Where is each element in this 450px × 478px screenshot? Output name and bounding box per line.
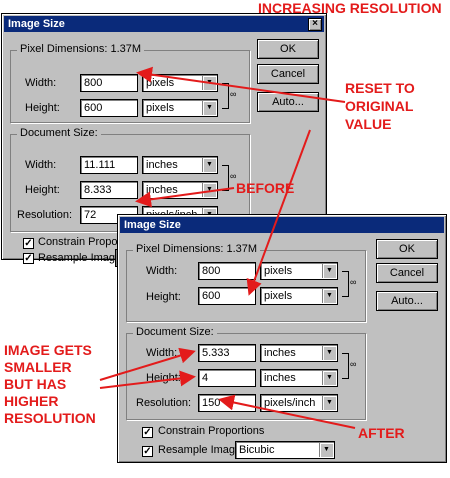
arrow-image-height — [99, 370, 196, 389]
chain-link-icon: ∞ — [230, 89, 237, 99]
annotation-image-line5: RESOLUTION — [4, 410, 96, 426]
constrain-checkbox[interactable]: ✓ — [23, 238, 34, 249]
constrain-label: Constrain Proportions — [158, 425, 265, 437]
doc-height-input[interactable]: 8.333 — [80, 181, 138, 199]
image-size-dialog-after: Image Size Pixel Dimensions: 1.37M Width… — [117, 214, 447, 463]
annotation-increasing-resolution: INCREASING RESOLUTION — [258, 0, 442, 16]
pixel-dimensions-group: Pixel Dimensions: 1.37M — [10, 43, 250, 123]
constrain-link-bracket — [342, 271, 349, 297]
auto-button[interactable]: Auto... — [376, 291, 438, 311]
doc-width-label: Width: — [25, 159, 57, 171]
width-input[interactable]: 800 — [80, 74, 138, 92]
ok-button[interactable]: OK — [376, 239, 438, 259]
constrain-link-bracket — [222, 83, 229, 109]
resolution-label: Resolution: — [136, 397, 192, 409]
pixel-dimensions-label: Pixel Dimensions: 1.37M — [133, 243, 261, 255]
pixel-dimensions-group: Pixel Dimensions: 1.37M — [126, 243, 366, 322]
doc-link-bracket — [342, 353, 349, 379]
chevron-down-icon: ▼ — [322, 264, 336, 278]
annotation-after: AFTER — [358, 425, 405, 441]
chain-link-icon: ∞ — [230, 171, 237, 181]
document-size-label: Document Size: — [133, 326, 217, 338]
height-unit-select[interactable]: pixels▼ — [260, 287, 338, 305]
resolution-unit-select[interactable]: pixels/inch▼ — [260, 394, 338, 412]
width-input[interactable]: 800 — [198, 262, 256, 280]
dialog-title-bar: Image Size — [120, 217, 444, 233]
annotation-image-line4: HIGHER — [4, 393, 59, 409]
width-label: Width: — [25, 77, 57, 89]
doc-width-unit-select[interactable]: inches▼ — [260, 344, 338, 362]
height-input[interactable]: 600 — [80, 99, 138, 117]
chevron-down-icon: ▼ — [322, 346, 336, 360]
chevron-down-icon: ▼ — [322, 371, 336, 385]
arrow-reset-to-width — [136, 66, 346, 103]
doc-width-input[interactable]: 11.111 — [80, 156, 138, 174]
annotation-reset-line1: RESET TO — [345, 80, 415, 96]
arrow-after — [218, 394, 356, 429]
constrain-checkbox[interactable]: ✓ — [142, 427, 153, 438]
annotation-reset-line2: ORIGINAL — [345, 98, 414, 114]
resample-checkbox[interactable]: ✓ — [142, 446, 153, 457]
cancel-button[interactable]: Cancel — [257, 64, 319, 84]
chevron-down-icon: ▼ — [322, 289, 336, 303]
height-input[interactable]: 600 — [198, 287, 256, 305]
annotation-image-line3: BUT HAS — [4, 376, 67, 392]
dialog-title: Image Size — [124, 219, 181, 231]
chevron-down-icon: ▼ — [202, 183, 216, 197]
arrow-before — [135, 187, 235, 208]
doc-height-input[interactable]: 4 — [198, 369, 256, 387]
image-size-dialog-before: Image Size × Pixel Dimensions: 1.37M Wid… — [1, 13, 327, 267]
chain-link-icon: ∞ — [350, 277, 357, 287]
chevron-down-icon: ▼ — [319, 443, 333, 457]
document-size-label: Document Size: — [17, 127, 101, 139]
width-unit-select[interactable]: pixels▼ — [260, 262, 338, 280]
chevron-down-icon: ▼ — [322, 396, 336, 410]
doc-height-unit-select[interactable]: inches▼ — [260, 369, 338, 387]
document-size-group: Document Size: — [126, 326, 366, 420]
height-label: Height: — [25, 102, 60, 114]
annotation-image-line1: IMAGE GETS — [4, 342, 92, 358]
ok-button[interactable]: OK — [257, 39, 319, 59]
chevron-down-icon: ▼ — [202, 101, 216, 115]
arrow-image-width — [99, 347, 196, 381]
doc-width-input[interactable]: 5.333 — [198, 344, 256, 362]
doc-height-label: Height: — [25, 184, 60, 196]
close-icon[interactable]: × — [308, 18, 322, 31]
chain-link-icon: ∞ — [350, 359, 357, 369]
annotation-image-line2: SMALLER — [4, 359, 72, 375]
annotation-before: BEFORE — [236, 180, 295, 196]
doc-width-label: Width: — [146, 347, 178, 359]
resample-label: Resample Image: — [38, 252, 125, 264]
height-unit-select[interactable]: pixels▼ — [142, 99, 218, 117]
resolution-label: Resolution: — [17, 209, 73, 221]
cancel-button[interactable]: Cancel — [376, 263, 438, 283]
chevron-down-icon: ▼ — [202, 158, 216, 172]
resample-checkbox[interactable]: ✓ — [23, 253, 34, 264]
arrow-reset-to-height — [246, 129, 311, 296]
resample-label: Resample Image: — [158, 444, 245, 456]
annotation-reset-line3: VALUE — [345, 116, 392, 132]
dialog-title: Image Size — [8, 18, 65, 30]
resample-method-select[interactable]: Bicubic▼ — [235, 441, 335, 459]
height-label: Height: — [146, 291, 181, 303]
dialog-title-bar: Image Size × — [4, 16, 324, 32]
doc-link-bracket — [222, 165, 229, 191]
pixel-dimensions-label: Pixel Dimensions: 1.37M — [17, 43, 145, 55]
width-label: Width: — [146, 265, 178, 277]
doc-width-unit-select[interactable]: inches▼ — [142, 156, 218, 174]
